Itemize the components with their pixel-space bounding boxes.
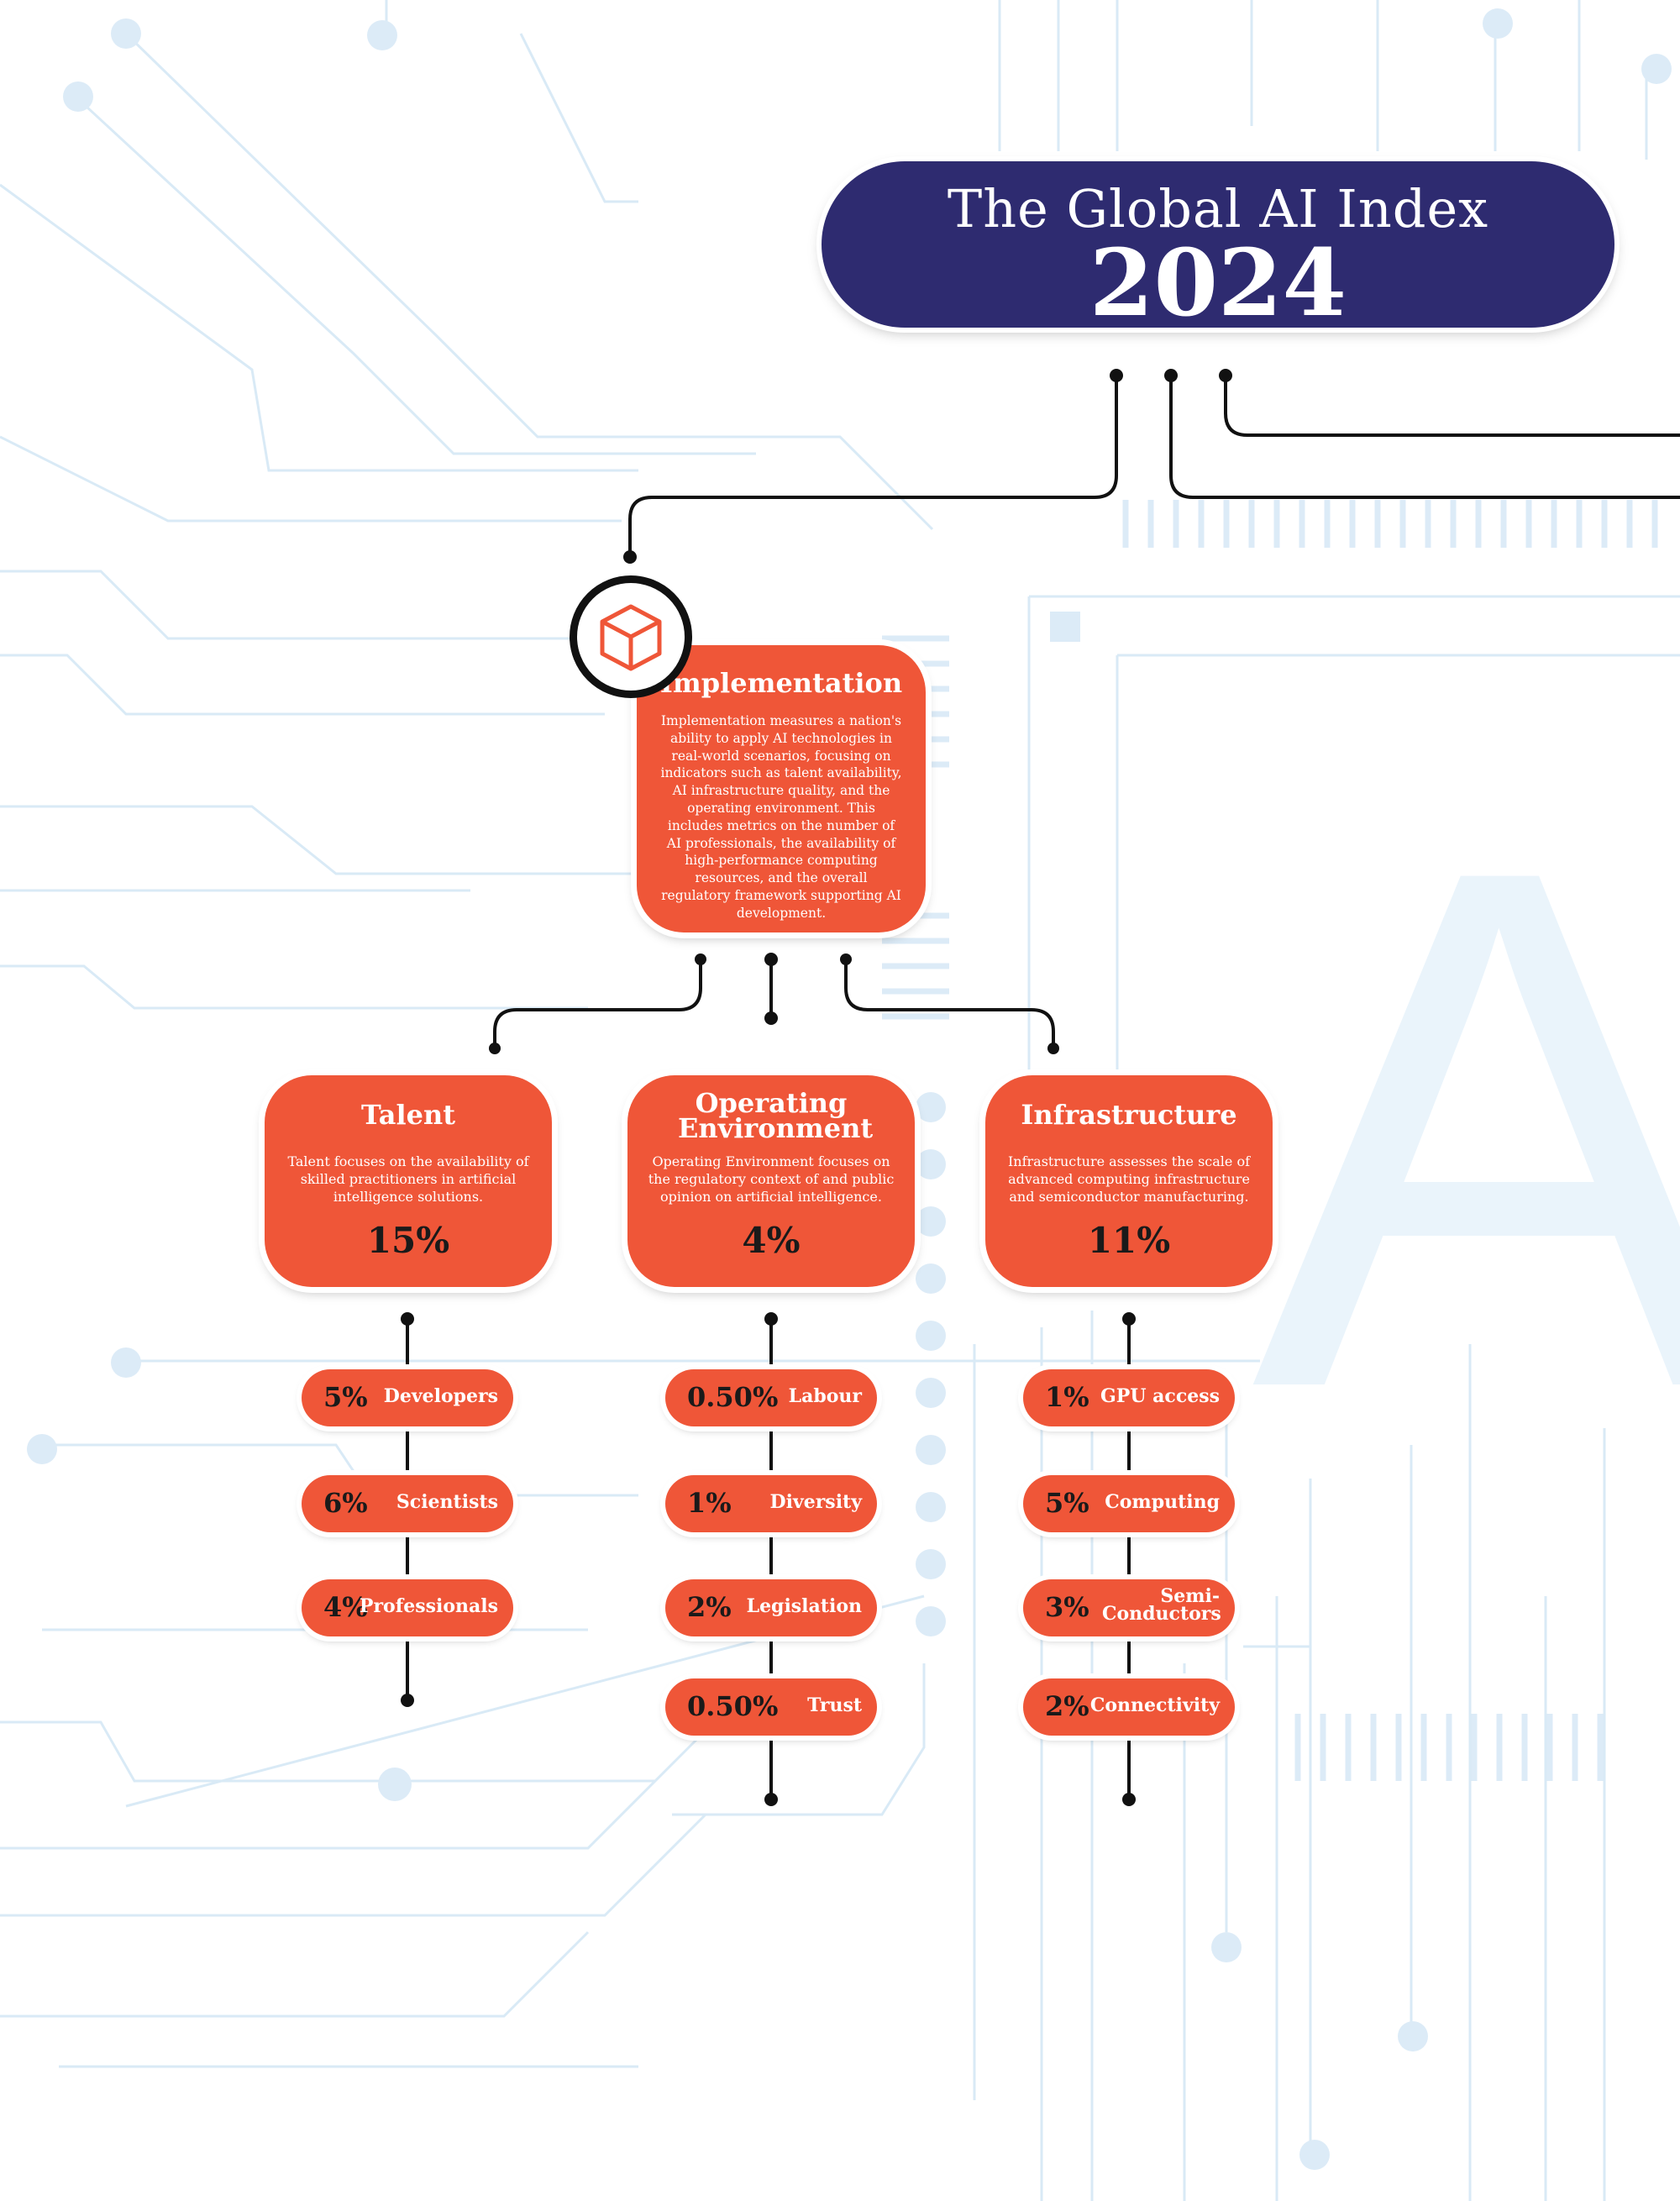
cube-icon bbox=[570, 575, 692, 698]
infrastructure-card: Infrastructure Infrastructure assesses t… bbox=[985, 1075, 1273, 1287]
sub-item-percent: 5% bbox=[323, 1381, 368, 1413]
sub-item-semi-conductors: 3% Semi-Conductors bbox=[1023, 1579, 1235, 1636]
sub-item-diversity: 1% Diversity bbox=[665, 1475, 877, 1532]
implementation-card: Implementation Implementation measures a… bbox=[637, 645, 926, 932]
sub-item-label: Connectivity bbox=[1089, 1694, 1220, 1716]
sub-item-percent: 2% bbox=[687, 1591, 732, 1623]
talent-title: Talent bbox=[360, 1099, 456, 1131]
operating-environment-title: Operating Environment bbox=[678, 1087, 874, 1144]
sub-item-label: Diversity bbox=[769, 1491, 863, 1513]
title-banner: The Global AI Index 2024 bbox=[822, 161, 1614, 337]
sub-item-trust: 0.50% Trust bbox=[665, 1678, 877, 1736]
sub-item-label: Developers bbox=[383, 1385, 498, 1407]
sub-item-label: Trust bbox=[807, 1694, 862, 1716]
sub-item-label: Scientists bbox=[396, 1491, 498, 1513]
infrastructure-weight: 11% bbox=[1087, 1220, 1171, 1261]
implementation-title: Implementation bbox=[659, 667, 903, 699]
sub-item-label: Labour bbox=[788, 1385, 862, 1407]
background-letter: A bbox=[1252, 716, 1680, 1542]
sub-item-label: GPU access bbox=[1100, 1385, 1220, 1407]
sub-item-percent: 0.50% bbox=[687, 1381, 779, 1413]
talent-weight: 15% bbox=[366, 1220, 450, 1261]
sub-item-percent: 3% bbox=[1045, 1591, 1089, 1623]
sub-item-label: Computing bbox=[1105, 1491, 1220, 1513]
sub-item-percent: 1% bbox=[1045, 1381, 1089, 1413]
sub-item-label: Professionals bbox=[359, 1595, 498, 1617]
sub-item-professionals: 4% Professionals bbox=[302, 1579, 513, 1636]
infrastructure-title: Infrastructure bbox=[1021, 1099, 1237, 1131]
talent-description: Talent focuses on the availability of sk… bbox=[287, 1153, 529, 1205]
sub-item-label: Semi-Conductors bbox=[1102, 1585, 1221, 1625]
sub-item-computing: 5% Computing bbox=[1023, 1475, 1235, 1532]
operating-environment-description: Operating Environment focuses on the reg… bbox=[648, 1153, 895, 1205]
sub-item-label: Legislation bbox=[746, 1595, 862, 1617]
operating-environment-card: Operating Environment Operating Environm… bbox=[627, 1075, 915, 1287]
sub-item-connectivity: 2% Connectivity bbox=[1023, 1678, 1235, 1736]
sub-item-percent: 1% bbox=[687, 1487, 732, 1519]
talent-card: Talent Talent focuses on the availabilit… bbox=[265, 1075, 552, 1287]
sub-item-percent: 0.50% bbox=[687, 1690, 779, 1722]
title-year: 2024 bbox=[1089, 229, 1347, 337]
sub-item-scientists: 6% Scientists bbox=[302, 1475, 513, 1532]
sub-item-percent: 4% bbox=[323, 1591, 368, 1623]
sub-item-legislation: 2% Legislation bbox=[665, 1579, 877, 1636]
title-text: The Global AI Index bbox=[947, 178, 1489, 239]
implementation-description: Implementation measures a nation's abili… bbox=[660, 713, 902, 921]
sub-item-developers: 5% Developers bbox=[302, 1369, 513, 1426]
sub-item-gpu-access: 1% GPU access bbox=[1023, 1369, 1235, 1426]
operating-environment-weight: 4% bbox=[742, 1220, 801, 1261]
infrastructure-description: Infrastructure assesses the scale of adv… bbox=[1007, 1153, 1251, 1205]
sub-item-percent: 2% bbox=[1045, 1690, 1089, 1722]
sub-item-percent: 6% bbox=[323, 1487, 368, 1519]
sub-item-percent: 5% bbox=[1045, 1487, 1089, 1519]
sub-item-labour: 0.50% Labour bbox=[665, 1369, 877, 1426]
